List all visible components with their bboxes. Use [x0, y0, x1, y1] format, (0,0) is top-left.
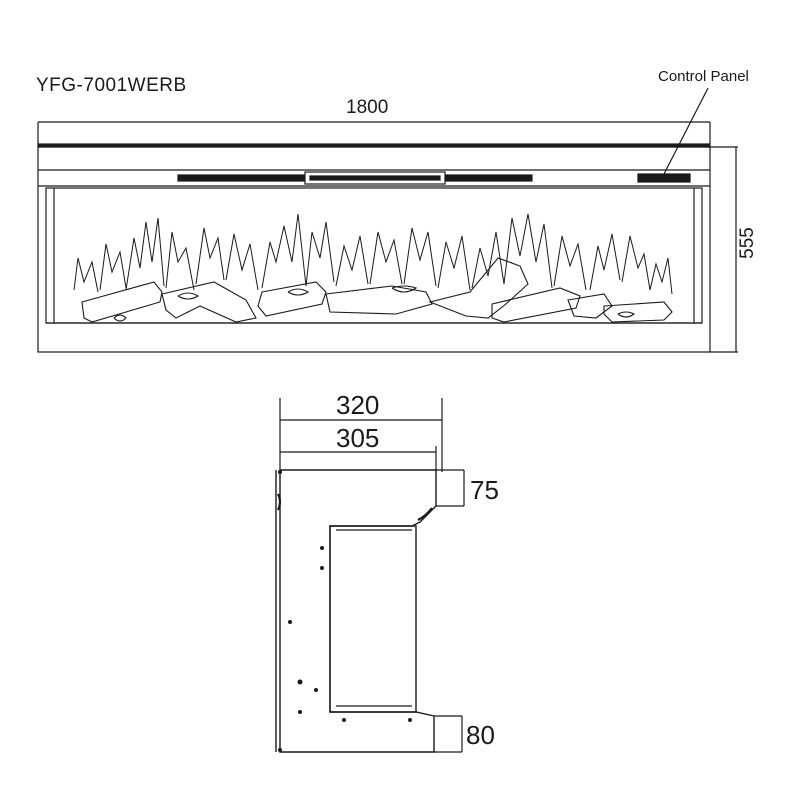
log-drawing	[81, 257, 673, 323]
control-panel-leader	[663, 87, 709, 175]
side-view	[275, 398, 465, 753]
bottom-step-label: 80	[466, 720, 495, 750]
front-view	[37, 87, 738, 353]
control-panel-box	[637, 173, 691, 183]
top-step-label: 75	[470, 475, 499, 505]
height-dimension-label: 555	[736, 227, 758, 259]
side-profile-outline	[279, 469, 437, 753]
model-number: YFG-7001WERB	[36, 75, 187, 96]
front-body-outline	[37, 146, 711, 353]
depth-total-label: 320	[336, 390, 380, 420]
fastener-dots	[278, 470, 412, 752]
width-dimension-label: 1800	[346, 97, 389, 118]
flame-drawing	[73, 213, 673, 295]
depth-body-label: 305	[336, 423, 380, 453]
control-panel-label: Control Panel	[658, 68, 749, 85]
side-firebox	[329, 525, 417, 713]
